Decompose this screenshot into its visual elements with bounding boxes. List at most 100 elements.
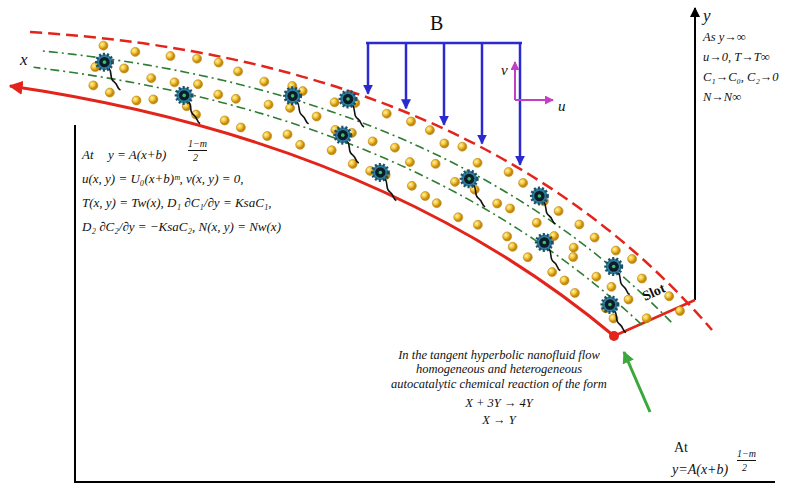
nanoparticle	[508, 242, 517, 251]
nanoparticle	[263, 132, 272, 141]
boundary-condition: u→0, T→T∞	[703, 50, 770, 64]
slot-condition: y=A(x+b)	[672, 462, 728, 478]
nanoparticle	[569, 243, 578, 252]
nanoparticle	[493, 199, 502, 208]
boundary-layer-edge	[30, 32, 712, 330]
nanoparticle	[425, 126, 434, 135]
field-arrow	[481, 43, 484, 144]
nanoparticle	[569, 252, 578, 261]
nanoparticle	[193, 54, 202, 63]
streamline	[40, 51, 671, 322]
nanoparticle	[105, 88, 114, 97]
slot-condition: At	[674, 440, 688, 456]
nanoparticle	[432, 199, 441, 208]
slot-pointer	[624, 352, 650, 412]
boundary-condition: C₁→C₀, C₂→0	[703, 70, 779, 84]
nanoparticle	[554, 207, 563, 216]
wall-condition: D₂ ∂C₂/∂y = −KsaC₂, N(x, y) = Nw(x)	[82, 220, 281, 235]
microorganism	[531, 188, 555, 224]
curved-surface	[10, 86, 614, 336]
reaction-note: In the tangent hyperbolic nanofluid flow…	[385, 348, 613, 391]
nanoparticle	[120, 64, 129, 73]
nanoparticle	[637, 274, 646, 283]
boundary-condition: As y→∞	[703, 30, 746, 44]
nanoparticle	[607, 282, 616, 291]
slot-point	[609, 331, 619, 341]
nanoparticle	[296, 140, 305, 149]
slot-label: Slot	[640, 281, 668, 305]
nanoparticle	[231, 94, 240, 103]
nanoparticle	[166, 52, 175, 61]
nanoparticle	[264, 100, 273, 109]
nanoparticle	[560, 276, 569, 285]
nanoparticle	[286, 103, 295, 112]
nanoparticle	[234, 67, 243, 76]
nanoparticle	[642, 314, 651, 323]
nanoparticle	[503, 232, 512, 241]
nanoparticle	[519, 178, 528, 187]
microorganism	[602, 296, 626, 332]
nanoparticle	[312, 112, 321, 121]
nanoparticle	[214, 58, 223, 67]
nanoparticle	[575, 220, 584, 229]
axis-label: u	[558, 98, 566, 115]
axis-label: x	[20, 50, 28, 70]
microorganism	[606, 259, 630, 295]
wall-condition: T(x, y) = Tw(x), D₁ ∂C₁/∂y = KsaC₁,	[82, 196, 272, 211]
nanoparticle	[236, 123, 245, 132]
nanoparticle	[220, 116, 229, 125]
nanoparticle	[132, 96, 141, 105]
nanoparticle	[473, 158, 482, 167]
exponent-denominator: 2	[742, 462, 747, 474]
field-label: B	[430, 12, 443, 35]
y-axis	[694, 8, 696, 300]
nanoparticle	[390, 143, 399, 152]
microorganism	[461, 171, 485, 207]
nanoparticle	[624, 295, 633, 304]
nanoparticle	[407, 181, 416, 190]
wall-condition: y = A(x+b)	[108, 148, 166, 163]
nanoparticle	[590, 233, 599, 242]
field-arrow	[443, 43, 446, 125]
reaction-equation: X + 3Y → 4Y	[385, 396, 613, 410]
nanoparticle	[327, 146, 336, 155]
reaction-equation: X → Y	[385, 413, 613, 427]
nanoparticle	[458, 142, 467, 151]
nanoparticle	[504, 168, 513, 177]
boundary-condition: N→N∞	[703, 90, 741, 104]
nanoparticle	[570, 288, 579, 297]
nanoparticle	[170, 78, 179, 87]
wall-condition: At	[82, 148, 94, 163]
microorganism	[372, 164, 396, 200]
nanoparticle	[450, 177, 459, 186]
nanoparticle	[523, 253, 532, 262]
microorganism	[285, 88, 309, 124]
exponent-numerator: 1−m	[188, 138, 207, 151]
microorganism	[340, 91, 364, 127]
nanoparticle	[149, 95, 158, 104]
nanoparticle	[382, 109, 391, 118]
v-axis	[514, 62, 516, 100]
nanoparticle	[506, 204, 515, 213]
nanoparticle	[532, 218, 541, 227]
u-axis	[515, 99, 553, 101]
exponent-denominator: 2	[193, 152, 198, 164]
nanoparticle	[628, 255, 637, 264]
nanoparticle	[440, 139, 449, 148]
nanoparticle	[473, 220, 482, 229]
nanoparticle	[548, 268, 557, 277]
field-arrow	[519, 43, 522, 165]
nanoparticle	[421, 192, 430, 201]
nanoparticle	[611, 246, 620, 255]
nanoparticle	[592, 272, 601, 281]
exponent-numerator: 1−m	[737, 448, 756, 461]
axis-label: y	[703, 6, 711, 26]
nanoparticle	[131, 47, 140, 56]
microorganism	[536, 234, 560, 270]
nanoparticle	[194, 80, 203, 89]
nanoparticle	[283, 130, 292, 139]
microorganism	[335, 127, 359, 163]
wall-condition: u(x, y) = U₀(x+b)ᵐ, v(x, y) = 0,	[82, 172, 244, 187]
